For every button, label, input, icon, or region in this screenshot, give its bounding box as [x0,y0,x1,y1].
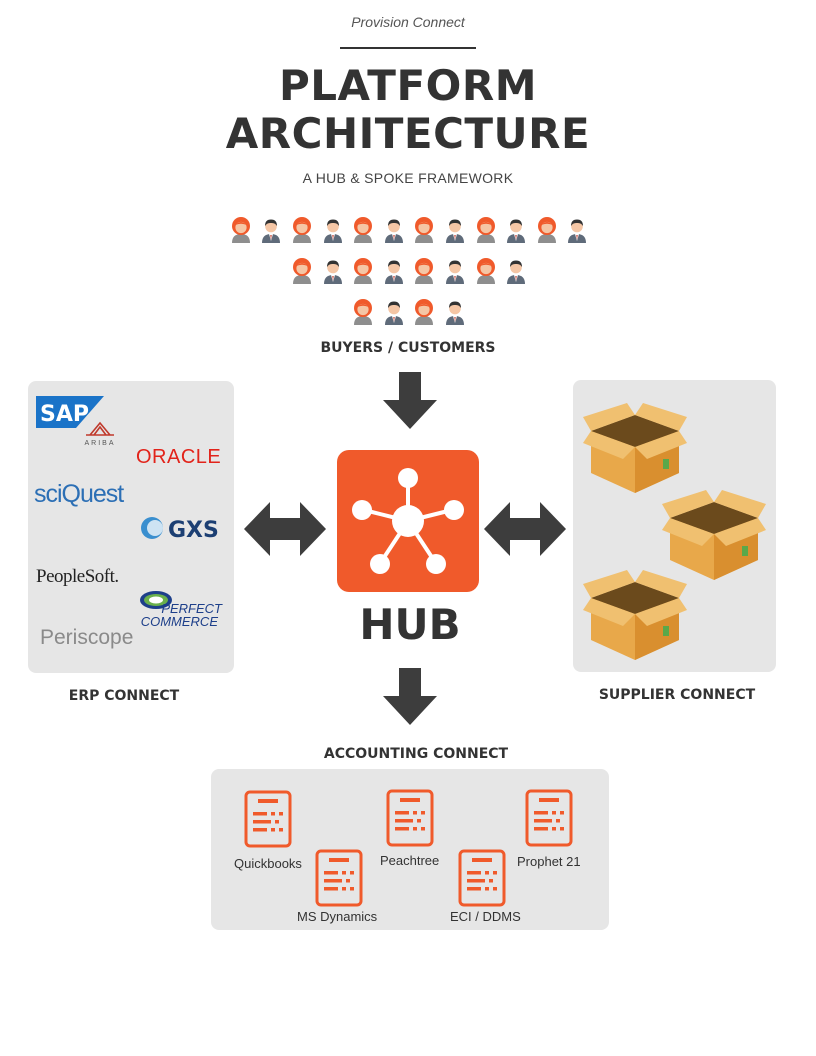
buyer-woman-icon [352,216,374,244]
buyer-man-icon [383,216,405,244]
buyer-man-icon [444,298,466,326]
perfect-commerce-logo: PERFECT COMMERCE [138,588,224,634]
bidirectional-arrow-icon [244,502,326,556]
down-arrow-icon [383,668,437,725]
title-line-2: ARCHITECTURE [225,109,591,158]
buyer-man-icon [383,298,405,326]
buyer-woman-icon [536,216,558,244]
accounting-item-label: Peachtree [380,853,440,868]
buyer-man-icon [260,216,282,244]
peoplesoft-logo: PeopleSoft. [36,566,119,587]
gxs-logo: GXS [140,513,220,547]
bidirectional-arrow-icon [484,502,566,556]
sap-logo: SAP [36,396,104,432]
buyer-woman-icon [230,216,252,244]
box-icon [583,403,687,493]
accounting-item-label: Quickbooks [234,856,302,871]
buyer-woman-icon [352,257,374,285]
oracle-logo: ORACLE [136,446,222,468]
buyer-man-icon [505,216,527,244]
supplier-label: SUPPLIER CONNECT [598,687,756,703]
buyer-woman-icon [352,298,374,326]
accounting-item-label: ECI / DDMS [450,909,521,924]
accounting-item-label: Prophet 21 [517,854,581,869]
buyer-man-icon [566,216,588,244]
buyers-label: BUYERS / CUSTOMERS [320,340,496,356]
accounting-panel [211,769,609,930]
buyer-woman-icon [413,298,435,326]
buyer-man-icon [444,216,466,244]
title-line-1: PLATFORM [279,61,537,110]
hub-label: HUB [359,600,461,649]
svg-text:PERFECT: PERFECT [161,601,223,616]
buyer-woman-icon [475,216,497,244]
buyers-icons [0,0,816,340]
down-arrow-icon [383,372,437,429]
box-icon [583,570,687,660]
hub-icon [337,450,479,592]
buyer-man-icon [505,257,527,285]
title-divider [340,47,476,49]
periscope-logo: Periscope [40,626,134,649]
brand-name: Provision Connect [351,14,465,30]
buyer-man-icon [383,257,405,285]
accounting-label: ACCOUNTING CONNECT [323,746,509,762]
svg-text:ARIBA: ARIBA [84,440,115,447]
page-subtitle: A HUB & SPOKE FRAMEWORK [302,170,514,186]
box-icon [662,490,766,580]
buyer-woman-icon [291,257,313,285]
buyer-woman-icon [291,216,313,244]
buyer-woman-icon [413,257,435,285]
buyer-woman-icon [475,257,497,285]
accounting-item-label: MS Dynamics [297,909,378,924]
buyer-man-icon [322,216,344,244]
sciquest-logo: sciQuest [34,480,124,508]
svg-text:SAP: SAP [40,402,89,427]
page-title: PLATFORM ARCHITECTURE [0,62,816,158]
svg-text:GXS: GXS [168,518,219,543]
buyer-woman-icon [413,216,435,244]
buyer-man-icon [322,257,344,285]
ariba-logo: ARIBA [76,421,124,451]
erp-panel [28,381,234,673]
buyer-man-icon [444,257,466,285]
erp-label: ERP CONNECT [68,688,180,704]
svg-text:COMMERCE: COMMERCE [141,614,219,629]
